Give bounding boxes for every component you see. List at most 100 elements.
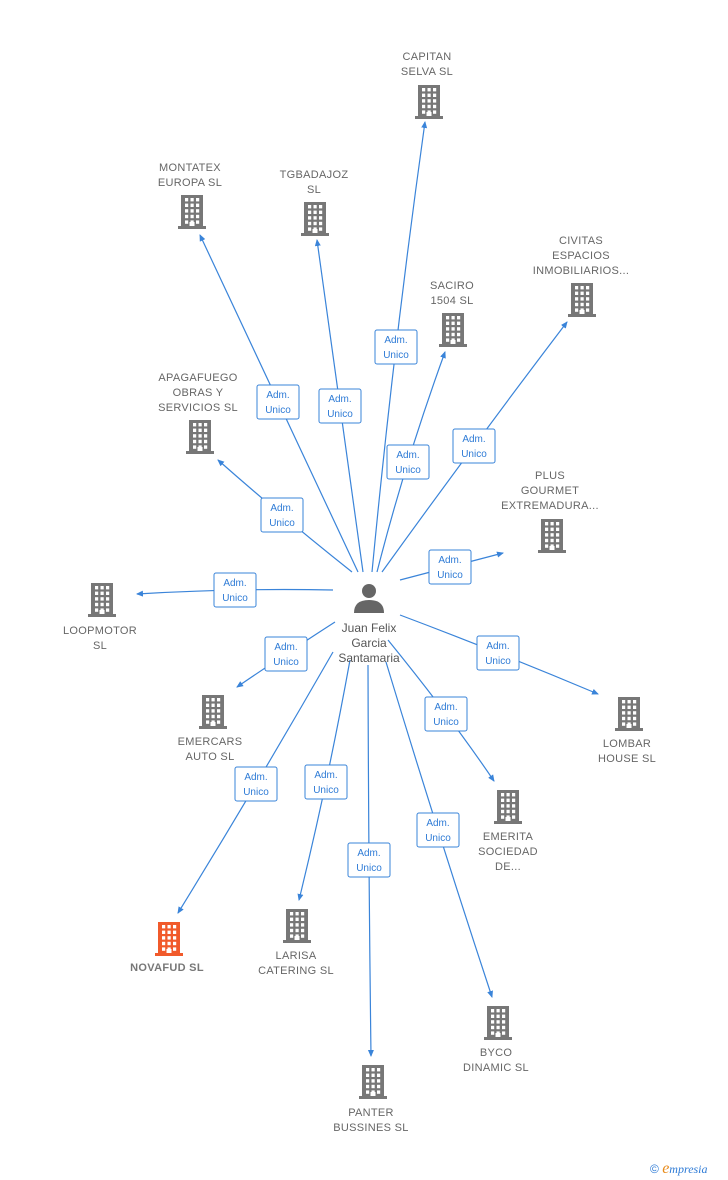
company-name-tgbadajoz[interactable]: TGBADAJOZ SL xyxy=(280,169,349,196)
empresia-logo-initial: e xyxy=(662,1160,670,1177)
company-name-montatex-europa[interactable]: MONTATEX EUROPA SL xyxy=(158,162,222,189)
company-name-larisa-catering[interactable]: LARISA CATERING SL xyxy=(258,950,334,977)
company-name-byco-dynamic[interactable]: BYCO DINAMIC SL xyxy=(463,1047,529,1074)
nodes-layer: CAPITAN SELVA SL MONTATEX EUROPA SL TGBADAJO… xyxy=(63,51,656,1134)
role-label-text: Adm. xyxy=(270,503,293,514)
company-name-line: INMOBILIARIOS... xyxy=(533,265,629,277)
role-label-byco-dynamic: Adm. Unico xyxy=(416,812,460,848)
company-name-line: SERVICIOS SL xyxy=(158,402,238,414)
company-name-line: SOCIEDAD xyxy=(478,846,538,858)
company-name-line: EMERITA xyxy=(483,831,534,843)
copyright-icon: © xyxy=(650,1162,659,1176)
building-icon-emercars[interactable] xyxy=(199,695,227,729)
company-name-line: EUROPA SL xyxy=(158,177,222,189)
role-label-text: Adm. xyxy=(438,555,461,566)
company-name-line: BYCO xyxy=(480,1047,513,1059)
role-label-text: Adm. xyxy=(462,434,485,445)
building-icon-apagafuego[interactable] xyxy=(186,420,214,454)
company-name-line: EXTREMADURA... xyxy=(501,500,599,512)
building-icon-saciro[interactable] xyxy=(439,313,467,347)
role-label-text: Unico xyxy=(273,657,299,668)
role-label-text: Adm. xyxy=(274,642,297,653)
role-label-plus-gourmet: Adm.Unico xyxy=(428,549,472,585)
role-label-text: Unico xyxy=(485,656,511,667)
company-name-lombar-house[interactable]: LOMBAR HOUSE SL xyxy=(598,738,656,765)
company-name-line: SELVA SL xyxy=(401,66,453,78)
role-label-panter-bussines: Adm.Unico xyxy=(347,842,391,878)
company-name-line: HOUSE SL xyxy=(598,753,656,765)
company-name-line: LOMBAR xyxy=(603,738,651,750)
role-label-text: Unico xyxy=(395,465,421,476)
company-name-line: LARISA xyxy=(276,950,317,962)
edge-labels-layer: Adm.UnicoAdm.UnicoAdm.UnicoAdm.UnicoAdm.… xyxy=(213,329,520,878)
company-name-line: SL xyxy=(307,184,321,196)
copyright-footer: © empresia xyxy=(650,1160,708,1178)
company-name-line: PANTER xyxy=(348,1107,394,1119)
building-icon-tgbadajoz[interactable] xyxy=(301,202,329,236)
building-icon-panter-bussines[interactable] xyxy=(359,1065,387,1099)
role-label-text: Unico xyxy=(222,593,248,604)
company-name-line: 1504 SL xyxy=(430,295,473,307)
building-icon-byco-dynamic[interactable] xyxy=(484,1006,512,1040)
role-label-text: Adm. xyxy=(357,848,380,859)
role-label-text: Adm. xyxy=(384,335,407,346)
building-icon-civitas[interactable] xyxy=(568,283,596,317)
company-name-capitan-selva[interactable]: CAPITAN SELVA SL xyxy=(401,51,453,78)
company-name-line: MONTATEX xyxy=(159,162,221,174)
role-label-text: Unico xyxy=(243,787,269,798)
company-name-line: TGBADAJOZ xyxy=(280,169,349,181)
role-label-text: Unico xyxy=(461,449,487,460)
building-icon-lombar-house[interactable] xyxy=(615,697,643,731)
role-label-text: Adm. xyxy=(434,702,457,713)
role-label-text: Unico xyxy=(433,717,459,728)
role-label-text: Adm. xyxy=(314,770,337,781)
building-icon-montatex-europa[interactable] xyxy=(178,195,206,229)
company-name-line: APAGAFUEGO xyxy=(158,372,237,384)
role-label-text: Unico xyxy=(425,833,451,844)
role-label-text: Unico xyxy=(327,409,353,420)
role-label-civitas: Adm. Unico xyxy=(452,428,496,464)
role-label-saciro: Adm. Unico xyxy=(386,444,430,480)
role-label-text: Unico xyxy=(265,405,291,416)
role-label-capitan-selva: Adm. Unico xyxy=(374,329,418,365)
company-name-novafud[interactable]: NOVAFUD SL xyxy=(130,962,204,974)
role-label-text: Unico xyxy=(383,350,409,361)
building-icon-novafud[interactable] xyxy=(155,922,183,956)
company-name-line: EMERCARS xyxy=(178,736,243,748)
person-name-line: Garcia xyxy=(351,636,387,650)
company-name-line: SL xyxy=(93,640,107,652)
role-label-text: Adm. xyxy=(266,390,289,401)
building-icon-plus-gourmet[interactable] xyxy=(538,519,566,553)
building-icon-capitan-selva[interactable] xyxy=(415,85,443,119)
company-name-line: AUTO SL xyxy=(186,751,235,763)
company-name-emercars[interactable]: EMERCARS AUTO SL xyxy=(178,736,243,763)
company-name-line: OBRAS Y xyxy=(173,387,224,399)
company-name-line: CAPITAN xyxy=(403,51,452,63)
company-name-line: CIVITAS xyxy=(559,235,603,247)
role-label-larisa-catering: Adm. Unico xyxy=(304,764,348,800)
role-label-text: Adm. xyxy=(396,450,419,461)
company-name-saciro[interactable]: SACIRO 1504 SL xyxy=(430,280,474,307)
company-name-line: GOURMET xyxy=(521,485,579,497)
company-name-line: ESPACIOS xyxy=(552,250,610,262)
role-label-text: Unico xyxy=(313,785,339,796)
company-name-line: SACIRO xyxy=(430,280,474,292)
role-label-text: Adm. xyxy=(223,578,246,589)
company-name-line: CATERING SL xyxy=(258,965,334,977)
company-name-civitas[interactable]: CIVITAS ESPACIOS INMOBILIARIOS... xyxy=(533,235,629,277)
building-icon-emerita[interactable] xyxy=(494,790,522,824)
building-icon-larisa-catering[interactable] xyxy=(283,909,311,943)
company-name-line: DINAMIC SL xyxy=(463,1062,529,1074)
company-name-apagafuego[interactable]: APAGAFUEGO OBRAS Y SERVICIOS SL xyxy=(158,372,238,414)
role-label-text: Adm. xyxy=(426,818,449,829)
building-icon-loopmotor[interactable] xyxy=(88,583,116,617)
role-label-apagafuego: Adm.Unico xyxy=(260,497,304,533)
role-label-tgbadajoz: Adm.Unico xyxy=(318,388,362,424)
